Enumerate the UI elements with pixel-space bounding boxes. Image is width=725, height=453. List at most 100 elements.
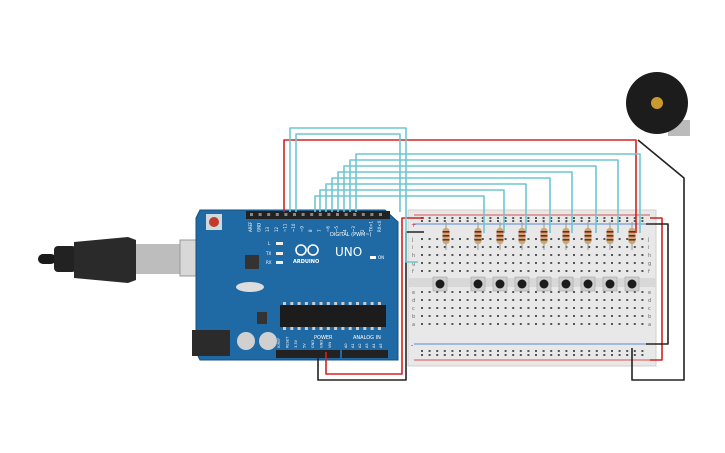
power-pin-label: RESET bbox=[286, 336, 290, 348]
breadboard-hole bbox=[542, 350, 545, 352]
breadboard-hole bbox=[519, 291, 522, 293]
chip-pin bbox=[326, 302, 330, 305]
breadboard-hole bbox=[519, 299, 522, 301]
digital-header-pins bbox=[250, 213, 382, 216]
analog-pin-label: A5 bbox=[379, 343, 383, 348]
breadboard-hole bbox=[641, 315, 644, 317]
power-label: POWER bbox=[314, 335, 333, 341]
header-pin[interactable] bbox=[318, 213, 322, 216]
breadboard-hole bbox=[504, 354, 507, 356]
breadboard-hole bbox=[443, 217, 446, 219]
breadboard-hole bbox=[535, 254, 537, 256]
breadboard-hole bbox=[618, 299, 621, 301]
breadboard-hole bbox=[611, 350, 613, 352]
breadboard-hole bbox=[527, 323, 530, 325]
resistor[interactable] bbox=[540, 222, 548, 250]
breadboard-hole bbox=[618, 217, 621, 219]
breadboard-hole bbox=[512, 299, 515, 301]
header-pin[interactable] bbox=[275, 213, 279, 216]
breadboard-hole bbox=[481, 354, 484, 356]
chip-pin bbox=[370, 327, 374, 330]
breadboard-hole bbox=[633, 291, 636, 293]
resistor[interactable] bbox=[562, 222, 570, 250]
resistor[interactable] bbox=[606, 222, 614, 250]
pushbutton[interactable] bbox=[624, 276, 640, 292]
breadboard-hole bbox=[512, 220, 515, 222]
row-letter: c bbox=[648, 306, 651, 312]
breadboard-hole bbox=[489, 220, 492, 222]
chip-pin bbox=[370, 302, 374, 305]
pushbutton-cap[interactable] bbox=[605, 279, 615, 289]
header-pin[interactable] bbox=[301, 213, 305, 216]
pushbutton-cap[interactable] bbox=[435, 279, 445, 289]
breadboard-hole bbox=[588, 307, 591, 309]
header-pin[interactable] bbox=[284, 213, 288, 216]
header-pin[interactable] bbox=[379, 213, 382, 216]
header-pin[interactable] bbox=[310, 213, 314, 216]
pushbutton[interactable] bbox=[470, 276, 486, 292]
breadboard-hole bbox=[641, 238, 644, 240]
capacitor-2 bbox=[259, 332, 277, 350]
resistor[interactable] bbox=[584, 222, 592, 250]
breadboard-hole bbox=[489, 350, 492, 352]
pushbutton[interactable] bbox=[492, 276, 508, 292]
breadboard-hole bbox=[428, 254, 431, 256]
breadboard-hole bbox=[466, 323, 469, 325]
breadboard-hole bbox=[519, 315, 522, 317]
analog-pin-label: A4 bbox=[372, 343, 376, 348]
breadboard-hole bbox=[588, 270, 591, 272]
reset-button[interactable] bbox=[209, 217, 219, 227]
header-pin[interactable] bbox=[250, 213, 253, 216]
breadboard-hole bbox=[489, 217, 492, 219]
pushbutton-cap[interactable] bbox=[517, 279, 527, 289]
breadboard-hole bbox=[436, 254, 439, 256]
breadboard-hole bbox=[550, 254, 553, 256]
pushbutton-cap[interactable] bbox=[583, 279, 593, 289]
breadboard-hole bbox=[618, 307, 621, 309]
breadboard-hole bbox=[519, 307, 522, 309]
header-pin[interactable] bbox=[327, 213, 331, 216]
breadboard-hole bbox=[557, 270, 560, 272]
breadboard-hole bbox=[443, 315, 446, 317]
resistor[interactable] bbox=[474, 222, 482, 250]
breadboard-hole bbox=[641, 350, 644, 352]
pushbutton[interactable] bbox=[558, 276, 574, 292]
breadboard-hole bbox=[542, 254, 545, 256]
breadboard-hole bbox=[611, 217, 613, 219]
resistor[interactable] bbox=[518, 222, 526, 250]
breadboard-hole bbox=[618, 220, 621, 222]
breadboard-hole bbox=[527, 291, 530, 293]
breadboard-hole bbox=[550, 270, 553, 272]
digital-header bbox=[246, 211, 390, 219]
pushbutton-cap[interactable] bbox=[561, 279, 571, 289]
breadboard-hole bbox=[550, 217, 553, 219]
pushbutton-cap[interactable] bbox=[473, 279, 483, 289]
pushbutton[interactable] bbox=[602, 276, 618, 292]
pushbutton-cap[interactable] bbox=[627, 279, 637, 289]
header-pin[interactable] bbox=[293, 213, 296, 216]
header-pin[interactable] bbox=[370, 213, 374, 216]
pushbutton[interactable] bbox=[536, 276, 552, 292]
header-pin[interactable] bbox=[336, 213, 339, 216]
digital-pin-label: 12 bbox=[274, 226, 279, 232]
wire-red-top bbox=[283, 139, 637, 233]
header-pin[interactable] bbox=[258, 213, 262, 216]
breadboard-hole bbox=[618, 350, 621, 352]
pushbutton-cap[interactable] bbox=[495, 279, 505, 289]
resistor[interactable] bbox=[442, 222, 450, 250]
pushbutton[interactable] bbox=[432, 276, 448, 292]
breadboard-hole bbox=[595, 315, 598, 317]
rx-led bbox=[276, 261, 283, 264]
rail-minus-label: - bbox=[411, 342, 413, 349]
pushbutton[interactable] bbox=[514, 276, 530, 292]
breadboard-hole bbox=[512, 254, 515, 256]
header-pin[interactable] bbox=[267, 213, 271, 216]
header-pin[interactable] bbox=[344, 213, 348, 216]
header-pin[interactable] bbox=[353, 213, 357, 216]
resistor[interactable] bbox=[628, 222, 636, 250]
breadboard-hole bbox=[611, 220, 613, 222]
resistor[interactable] bbox=[496, 222, 504, 250]
header-pin[interactable] bbox=[361, 213, 365, 216]
pushbutton-cap[interactable] bbox=[539, 279, 549, 289]
pushbutton[interactable] bbox=[580, 276, 596, 292]
